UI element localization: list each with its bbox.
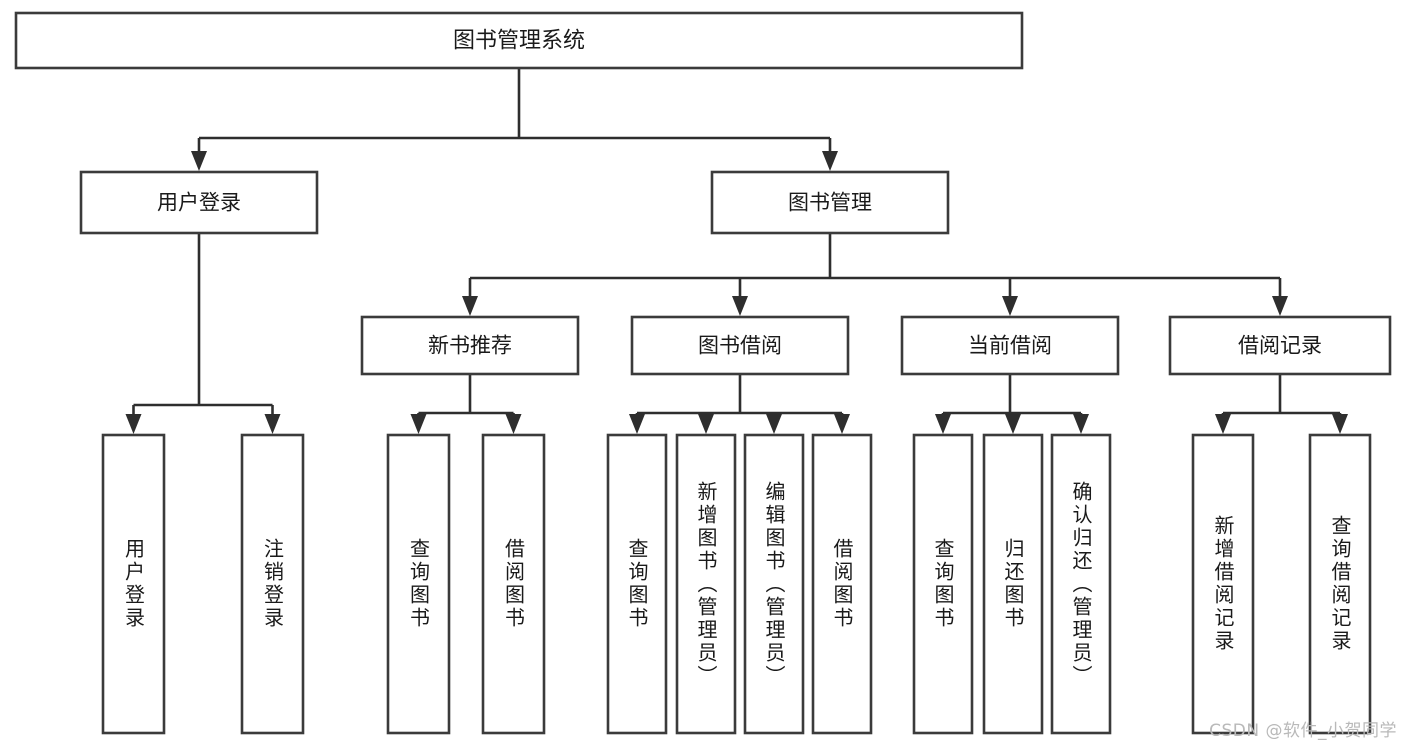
node-box-leaf-add-book-admin[interactable] [675,433,737,735]
node-leaf-query-book-3[interactable] [912,433,974,735]
node-label-book-management: 图书管理 [788,191,872,215]
arrow-head-icon [834,414,850,434]
arrow-head-icon [410,414,427,434]
node-leaf-borrow-book-1[interactable] [481,433,546,735]
node-box-leaf-query-borrow-record[interactable] [1308,433,1372,735]
node-label-leaf-add-book-admin: 新增图书（管理员） [694,480,718,688]
node-label-root: 图书管理系统 [453,29,585,54]
node-label-user-login: 用户登录 [157,191,241,215]
node-box-user-login[interactable] [79,170,319,235]
node-label-leaf-query-book-2: 查询图书 [625,538,649,630]
node-box-book-management[interactable] [710,170,950,235]
node-book-management[interactable] [710,170,950,235]
node-box-new-book-recommend[interactable] [360,315,580,376]
arrow-head-icon [264,414,281,434]
node-box-leaf-user-login[interactable] [101,433,166,735]
node-box-leaf-user-logout[interactable] [240,433,305,735]
node-leaf-query-book-1[interactable] [386,433,451,735]
node-leaf-query-book-2[interactable] [606,433,668,735]
node-label-leaf-user-logout: 注销登录 [260,538,285,630]
node-box-leaf-query-book-1[interactable] [386,433,451,735]
node-box-leaf-edit-book-admin[interactable] [743,433,805,735]
arrow-head-icon [698,414,714,434]
arrow-head-icon [505,414,522,434]
node-box-leaf-query-book-3[interactable] [912,433,974,735]
node-book-borrow[interactable] [630,315,850,376]
node-label-book-borrow: 图书借阅 [698,334,782,358]
arrow-head-icon [1002,296,1018,316]
node-leaf-query-borrow-record[interactable] [1308,433,1372,735]
node-box-leaf-borrow-book-2[interactable] [811,433,873,735]
node-label-leaf-edit-book-admin: 编辑图书（管理员） [762,480,786,688]
node-label-leaf-confirm-return-admin: 确认归还（管理员） [1069,480,1093,688]
node-label-leaf-return-book: 归还图书 [1001,538,1025,630]
node-borrow-record[interactable] [1168,315,1392,376]
node-box-leaf-confirm-return-admin[interactable] [1050,433,1112,735]
arrow-head-icon [462,296,478,316]
node-box-borrow-record[interactable] [1168,315,1392,376]
node-box-leaf-return-book[interactable] [982,433,1044,735]
node-user-login[interactable] [79,170,319,235]
node-leaf-user-login[interactable] [101,433,166,735]
node-leaf-user-logout[interactable] [240,433,305,735]
arrow-head-icon [1215,414,1231,434]
node-current-borrow[interactable] [900,315,1120,376]
node-leaf-confirm-return-admin[interactable] [1050,433,1112,735]
node-new-book-recommend[interactable] [360,315,580,376]
node-leaf-add-book-admin[interactable] [675,433,737,735]
arrow-head-icon [935,414,951,434]
node-label-leaf-query-book-3: 查询图书 [931,538,955,630]
watermark-text: CSDN @软件_小贺同学 [1209,721,1397,741]
node-label-current-borrow: 当前借阅 [968,334,1052,358]
node-box-book-borrow[interactable] [630,315,850,376]
node-box-leaf-add-borrow-record[interactable] [1191,433,1255,735]
node-box-root[interactable] [14,11,1024,70]
arrow-head-icon [1073,414,1089,434]
arrow-head-icon [732,296,748,316]
node-leaf-add-borrow-record[interactable] [1191,433,1255,735]
arrow-head-icon [191,151,207,171]
node-leaf-edit-book-admin[interactable] [743,433,805,735]
node-leaf-return-book[interactable] [982,433,1044,735]
node-label-leaf-add-borrow-record: 新增借阅记录 [1211,515,1235,653]
node-root[interactable] [14,11,1024,70]
node-box-current-borrow[interactable] [900,315,1120,376]
node-label-borrow-record: 借阅记录 [1238,334,1322,358]
node-label-leaf-borrow-book-2: 借阅图书 [830,538,854,630]
node-label-new-book-recommend: 新书推荐 [428,334,512,358]
arrow-head-icon [766,414,782,434]
arrow-head-icon [629,414,645,434]
arrow-head-icon [1005,414,1021,434]
node-label-leaf-query-book-1: 查询图书 [406,538,431,630]
node-label-leaf-borrow-book-1: 借阅图书 [501,538,526,630]
arrow-head-icon [125,414,142,434]
node-box-leaf-query-book-2[interactable] [606,433,668,735]
arrow-head-icon [1272,296,1288,316]
node-leaf-borrow-book-2[interactable] [811,433,873,735]
node-label-leaf-user-login: 用户登录 [121,538,146,630]
node-label-leaf-query-borrow-record: 查询借阅记录 [1328,515,1352,653]
node-box-leaf-borrow-book-1[interactable] [481,433,546,735]
arrow-head-icon [822,151,838,171]
arrow-head-icon [1332,414,1348,434]
